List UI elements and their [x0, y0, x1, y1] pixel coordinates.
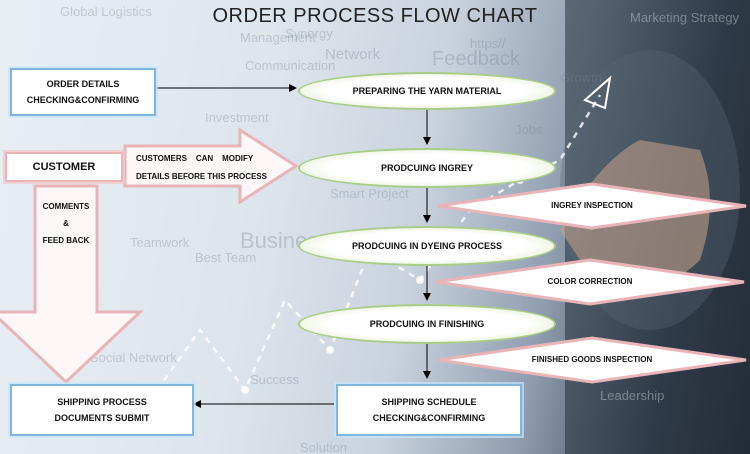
bg-word: Smart Project: [330, 186, 409, 201]
bg-word: Success: [250, 372, 300, 387]
modify-text-line2: DETAILS BEFORE THIS PROCESS: [136, 172, 267, 181]
node-preparing-yarn: PREPARING THE YARN MATERIAL: [298, 72, 556, 110]
bg-word: Jobs: [515, 122, 543, 137]
bg-word: Management: [240, 30, 316, 45]
node-customer-label: CUSTOMER: [32, 161, 96, 173]
node-ingrey-inspection-label: INGREY INSPECTION: [551, 201, 633, 210]
node-producing-finishing: PRODCUING IN FINISHING: [298, 304, 556, 344]
bg-word: Network: [325, 46, 381, 63]
diamond-color-correction: [435, 258, 745, 306]
node-preparing-yarn-label: PREPARING THE YARN MATERIAL: [352, 86, 502, 96]
diamond-finished-inspection: [437, 336, 747, 384]
node-order-details-label: ORDER DETAILS CHECKING&CONFIRMING: [26, 79, 140, 105]
bg-word: Growth: [560, 70, 602, 85]
bg-word: Solution: [300, 440, 347, 454]
bg-word: Global Logistics: [60, 4, 152, 19]
bg-word: Best Team: [195, 250, 257, 265]
node-producing-dyeing-label: PRODCUING IN DYEING PROCESS: [351, 241, 503, 251]
bg-word: Teamwork: [130, 235, 190, 250]
node-shipping-schedule-label: SHIPPING SCHEDULE CHECKING&CONFIRMING: [372, 397, 486, 423]
comments-text: COMMENTS: [42, 202, 90, 211]
node-finished-inspection-label: FINISHED GOODS INSPECTION: [531, 355, 653, 364]
diamond-ingrey-inspection: [437, 182, 747, 230]
bg-word: Investment: [205, 110, 269, 125]
node-producing-ingrey: PRODCUING INGREY: [298, 148, 556, 188]
diagram-title: ORDER PROCESS FLOW CHART: [212, 5, 538, 27]
modify-arrow: [123, 127, 299, 205]
bg-word: Feedback: [432, 48, 520, 70]
amp-text: &: [63, 219, 69, 228]
bg-word: Leadership: [600, 388, 665, 403]
node-color-correction-label: COLOR CORRECTION: [547, 277, 633, 286]
bg-word: Social Network: [90, 350, 177, 365]
node-shipping-schedule: SHIPPING SCHEDULE CHECKING&CONFIRMING: [336, 384, 522, 436]
node-shipping-docs-label: SHIPPING PROCESS DOCUMENTS SUBMIT: [54, 397, 150, 423]
bg-word: Marketing Strategy: [630, 10, 740, 25]
bg-word: https//: [470, 36, 506, 51]
node-customer: CUSTOMER: [5, 152, 123, 182]
node-order-details: ORDER DETAILS CHECKING&CONFIRMING: [10, 68, 156, 116]
node-producing-finishing-label: PRODCUING IN FINISHING: [369, 319, 485, 329]
node-shipping-docs: SHIPPING PROCESS DOCUMENTS SUBMIT: [10, 384, 194, 436]
feedback-text: FEED BACK: [42, 236, 90, 245]
bg-word: Synergy: [285, 26, 333, 41]
feedback-arrow: [0, 184, 144, 385]
bg-word: Communication: [245, 58, 336, 73]
node-producing-ingrey-label: PRODCUING INGREY: [380, 163, 473, 173]
modify-text-line1: CUSTOMERS CAN MODIFY: [136, 154, 254, 163]
node-producing-dyeing: PRODCUING IN DYEING PROCESS: [298, 226, 556, 266]
